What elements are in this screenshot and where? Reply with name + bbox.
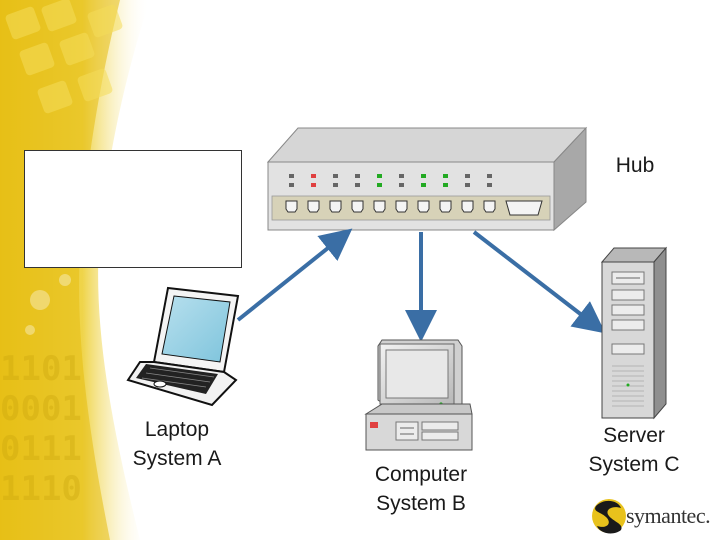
symantec-logo-text: symantec.	[626, 503, 711, 528]
hub-label: Hub	[606, 151, 664, 180]
svg-text:0001: 0001	[0, 389, 82, 429]
computer-label: Computer System B	[358, 460, 484, 518]
server-label-line2: System C	[588, 453, 680, 476]
svg-text:1101: 1101	[0, 349, 82, 389]
arrow-hub-to-server	[472, 230, 606, 334]
background-keyboard-decoration: 1101 0001 0111 1110	[0, 0, 150, 540]
desktop-computer-icon	[364, 339, 473, 451]
hub-ports	[285, 200, 543, 216]
hub-label-text: Hub	[615, 154, 655, 177]
arrow-hub-to-laptop	[236, 228, 353, 322]
laptop-label: Laptop System A	[116, 415, 238, 473]
svg-text:0111: 0111	[0, 429, 82, 469]
server-label-line1: Server	[603, 424, 665, 447]
server-tower-icon	[600, 246, 668, 420]
laptop-label-line1: Laptop	[144, 418, 210, 441]
computer-label-line1: Computer	[374, 463, 468, 486]
server-label: Server System C	[574, 421, 694, 479]
laptop-icon	[126, 286, 240, 407]
hub-device	[266, 126, 588, 232]
laptop-label-line2: System A	[132, 447, 222, 470]
hub-status-leds	[289, 174, 492, 187]
symantec-logo-icon	[592, 499, 626, 534]
computer-label-line2: System B	[376, 492, 466, 515]
blank-text-box	[24, 150, 242, 268]
connection-arrows	[236, 228, 606, 342]
svg-text:1110: 1110	[0, 469, 82, 509]
